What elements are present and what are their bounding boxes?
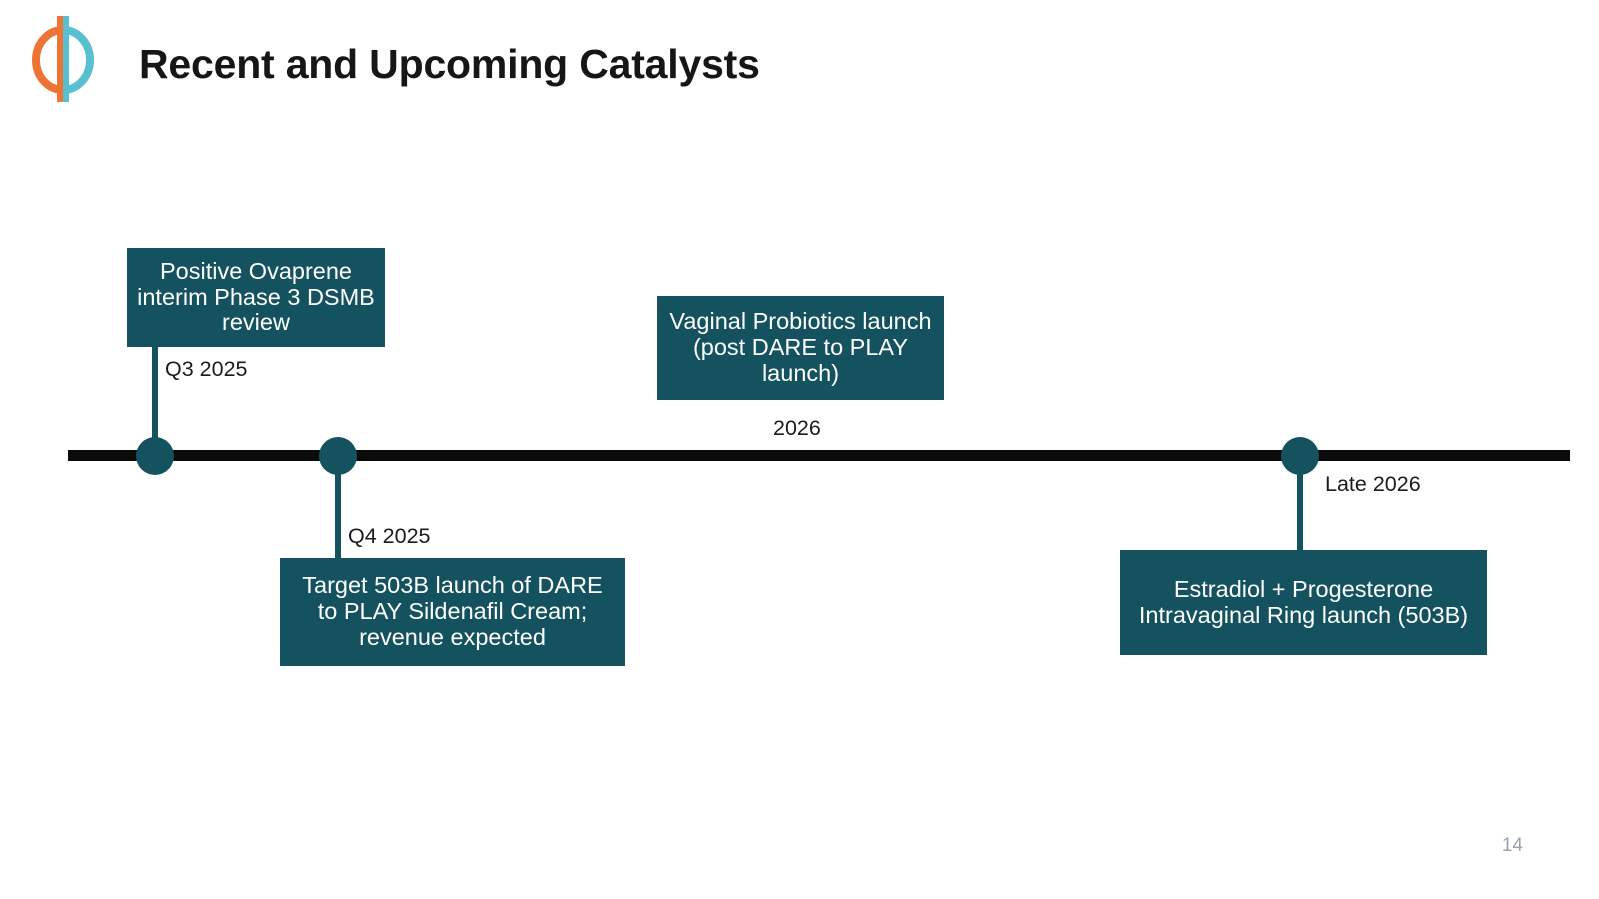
page-title: Recent and Upcoming Catalysts [139,41,760,87]
page-number: 14 [1501,835,1523,856]
date-label-q3-2025: Q3 2025 [165,357,248,381]
callout-text: Positive Ovaprene interim Phase 3 DSMB r… [137,257,375,336]
date-label-q4-2025: Q4 2025 [348,524,431,548]
date-label-2026: 2026 [773,416,821,440]
date-label-late-2026: Late 2026 [1325,472,1421,496]
callout-box-late-2026: Estradiol + Progesterone Intravaginal Ri… [1120,550,1487,655]
callout-box-q4-2025: Target 503B launch of DARE to PLAY Silde… [280,558,625,666]
connector-stem-q4-2025 [335,456,341,558]
connector-stem-late-2026 [1297,456,1303,560]
callout-box-2026: Vaginal Probiotics launch (post DARE to … [657,296,944,400]
callout-text: Vaginal Probiotics launch (post DARE to … [669,308,932,386]
connector-stem-q3-2025 [152,347,158,457]
dare-bioscience-logo-icon [28,8,98,102]
milestone-dot-q3-2025[interactable] [136,437,174,475]
callout-text: Target 503B launch of DARE to PLAY Silde… [302,572,603,650]
timeline-axis [68,450,1570,461]
callout-text: Estradiol + Progesterone Intravaginal Ri… [1138,575,1469,628]
callout-box-q3-2025: Positive Ovaprene interim Phase 3 DSMB r… [127,248,385,347]
